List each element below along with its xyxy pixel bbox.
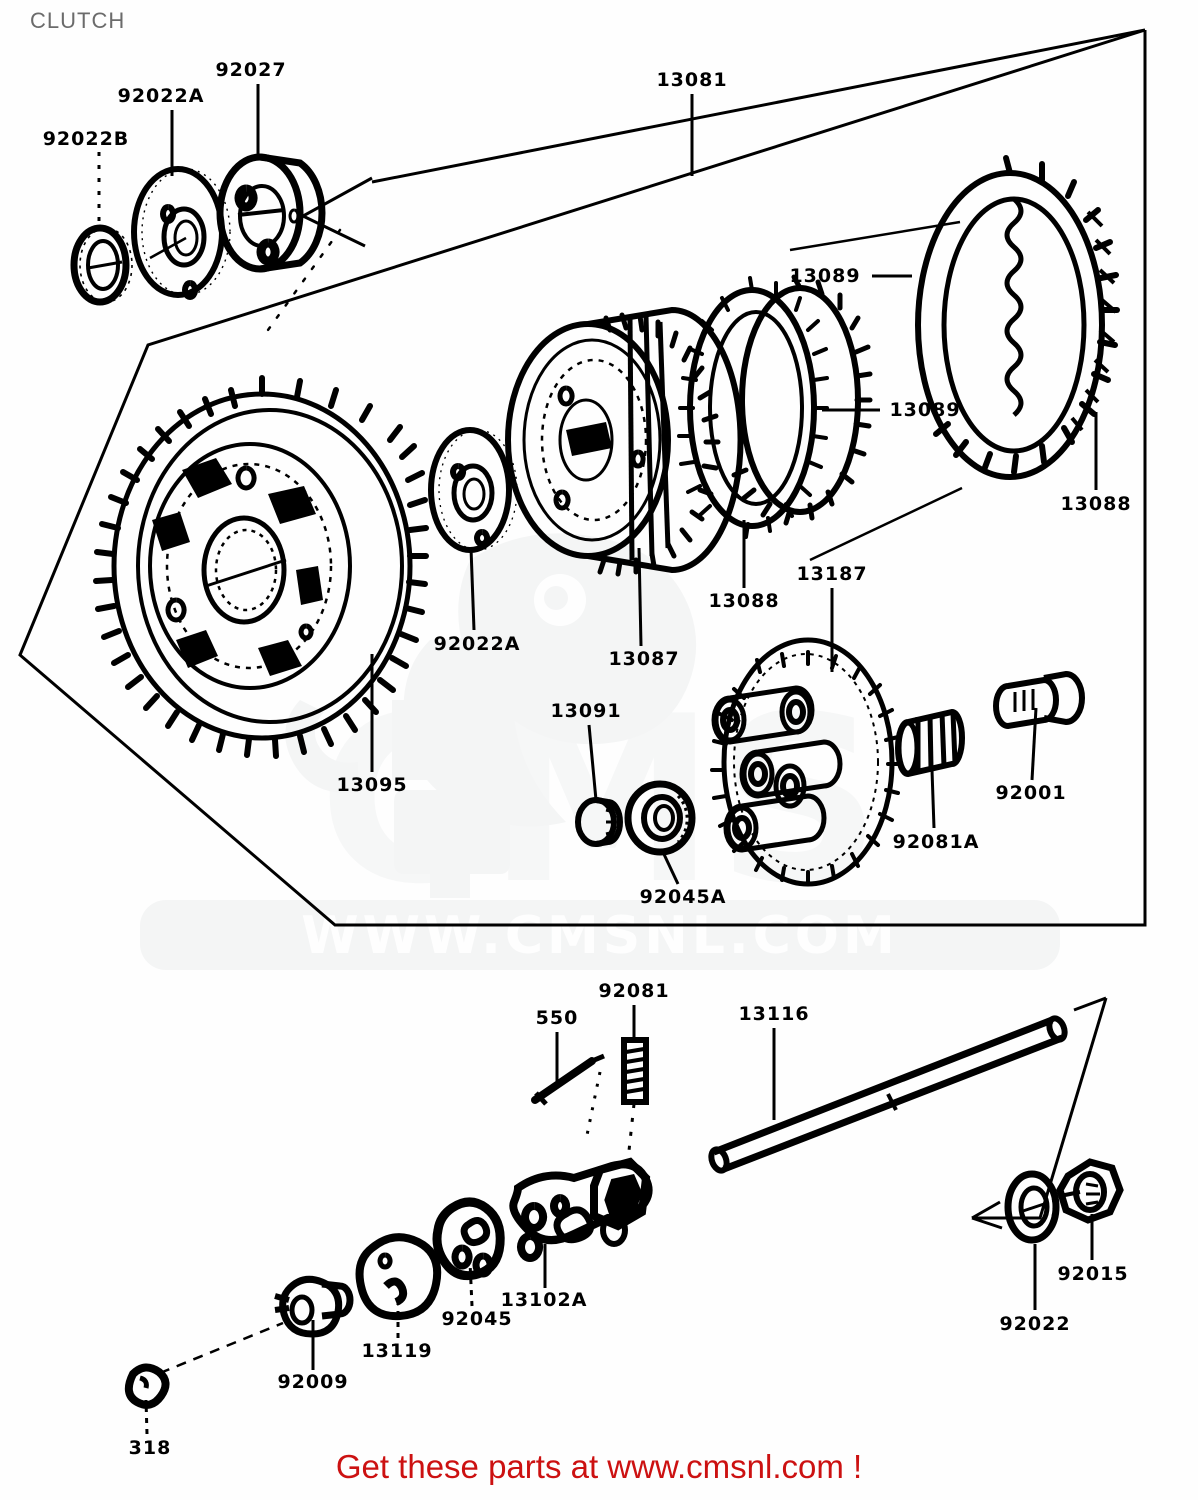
- footer-promo-text: Get these parts at www.cmsnl.com !: [335, 1448, 863, 1485]
- part-92009-bolt: [274, 1275, 354, 1338]
- part-13088-plate-b: [731, 274, 873, 526]
- part-13187-pressure-plate: [710, 637, 902, 887]
- callout-92081: 92081: [598, 980, 670, 1002]
- callout-13088-mid: 13088: [708, 590, 780, 612]
- callout-550: 550: [535, 1007, 579, 1029]
- enclosure-dot-dash: [266, 228, 342, 332]
- callout-92022A-top: 92022A: [117, 85, 205, 107]
- callout-13095: 13095: [336, 774, 408, 796]
- watermark: CMS WWW.CMSNL.COM: [140, 533, 1060, 970]
- part-92027: [216, 153, 326, 273]
- callout-92081A: 92081A: [892, 831, 980, 853]
- part-13116-pushrod: [708, 1015, 1068, 1174]
- callout-92022A-mid: 92022A: [433, 633, 521, 655]
- callout-leaders: [97, 84, 1098, 1435]
- callout-13089-upper: 13089: [789, 265, 861, 287]
- part-92022-washer: [1004, 1170, 1060, 1244]
- callout-92045: 92045: [441, 1308, 513, 1330]
- part-13095-clutch-housing: [93, 375, 429, 759]
- 318-link: [159, 1321, 284, 1375]
- part-92022A-mid: [428, 427, 518, 553]
- callout-13091: 13091: [550, 700, 622, 722]
- part-13087-clutch-hub: [505, 306, 744, 577]
- callout-318: 318: [128, 1437, 172, 1459]
- bottom-right-arrow: [971, 996, 1108, 1230]
- part-92045-bearing: [432, 1197, 505, 1281]
- 13081-bracket: [789, 220, 963, 562]
- part-92001-bolt: [993, 670, 1085, 730]
- callout-13116: 13116: [738, 1003, 810, 1025]
- part-550-pin: [531, 1053, 605, 1106]
- enclosure-arrow: [299, 176, 373, 248]
- callout-13089-lower: 13089: [889, 399, 961, 421]
- 92081-spring-link: [626, 1103, 636, 1161]
- callout-92009: 92009: [277, 1371, 349, 1393]
- callout-13119: 13119: [361, 1340, 433, 1362]
- part-92045A-bearing: [624, 780, 696, 856]
- part-13102A-release-lever: [509, 1157, 653, 1262]
- callout-92022: 92022: [999, 1313, 1071, 1335]
- page-title: CLUTCH: [30, 8, 126, 33]
- callout-92022B: 92022B: [42, 128, 130, 150]
- callout-13187: 13187: [796, 563, 868, 585]
- part-92015-nut: [1056, 1158, 1124, 1224]
- assembly-enclosure: [18, 28, 1147, 927]
- part-92081-spring: [621, 1037, 649, 1105]
- part-92022A-top: [131, 166, 231, 300]
- part-92081A-clutch-spring: [895, 708, 965, 778]
- callout-13087: 13087: [608, 648, 680, 670]
- callout-92015: 92015: [1057, 1263, 1129, 1285]
- callout-92027: 92027: [215, 59, 287, 81]
- svg-text:WWW.CMSNL.COM: WWW.CMSNL.COM: [301, 906, 898, 966]
- part-13089-plate-a: [677, 276, 829, 539]
- part-13089-plate-c: [915, 155, 1120, 480]
- callout-13102A: 13102A: [500, 1289, 588, 1311]
- callout-13081: 13081: [656, 69, 728, 91]
- callout-92045A: 92045A: [639, 886, 727, 908]
- part-92022B: [70, 224, 133, 306]
- callout-13088-right: 13088: [1060, 493, 1132, 515]
- part-13119-cam: [355, 1233, 442, 1321]
- part-318-clip: [124, 1363, 170, 1409]
- callout-92001: 92001: [995, 782, 1067, 804]
